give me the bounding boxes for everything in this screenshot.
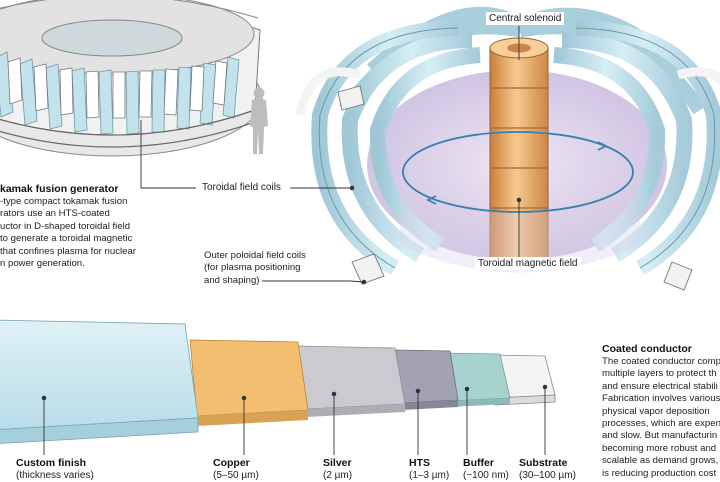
layer-spec: (2 µm) [323,469,353,481]
generator-heading: kamak fusion generator [0,183,119,195]
outer-poloidal-line: and shaping) [204,274,260,286]
layer-label-substrate: Substrate (30–100 µm) [519,457,576,482]
outer-poloidal-line: (for plasma positioning [204,262,301,274]
layer-name: Silver [323,457,352,469]
layer-label-custom-finish: Custom finish (thickness varies) [16,457,94,482]
toroidal-field-coils-label: Toroidal field coils [202,182,281,193]
coated-line: becoming more robust and [602,442,717,454]
generator-line: rators use an HTS-coated [0,208,110,220]
coated-line: physical vapor deposition [602,405,710,417]
layer-spec: (5–50 µm) [213,469,259,481]
generator-line: uctor in D-shaped toroidal field [0,220,131,232]
central-solenoid-label: Central solenoid [486,12,565,25]
person-silhouette-icon [250,87,268,154]
layer-label-silver: Silver (2 µm) [323,457,352,482]
leader-lines [140,26,522,285]
coated-line: scalable as demand grows, [602,455,719,467]
generator-line: n power generation. [0,258,85,270]
layer-name: Buffer [463,457,494,469]
coated-line: and slow. But manufacturin [602,430,718,442]
generator-line: -type compact tokamak fusion [0,196,128,207]
generator-line: that confines plasma for nuclear [0,245,136,257]
generator-coils [0,51,240,135]
generator-line: to generate a toroidal magnetic [0,233,133,245]
layer-spec: (30–100 µm) [519,469,576,481]
coated-line: multiple layers to protect th [602,368,717,380]
layer-label-buffer: Buffer (~100 nm) [463,457,509,482]
layer-label-hts: HTS (1–3 µm) [409,457,449,482]
coated-line: and ensure electrical stabili [602,380,718,392]
layer-name: HTS [409,457,430,469]
tape-leader-lines [41,384,548,455]
conductor-tape [0,319,556,444]
toroidal-magnetic-field-label: Toroidal magnetic field [475,257,581,270]
layer-spec: (~100 nm) [463,469,509,481]
layer-spec: (1–3 µm) [409,469,450,481]
generator-description: kamak fusion generator -type compact tok… [0,183,136,270]
coated-conductor-heading: Coated conductor [602,343,692,355]
outer-poloidal-line: Outer poloidal field coils [204,250,306,261]
coated-line: Fabrication involves various [602,393,720,405]
coated-conductor-description: Coated conductor The coated conductor co… [602,343,720,480]
layer-name: Copper [213,457,250,469]
coated-line: The coated conductor comp [602,356,720,367]
layer-name: Substrate [519,457,568,469]
coated-line: processes, which are expen [602,418,720,430]
tokamak-cutaway [295,6,720,291]
coated-line: is reducing production cost [602,467,717,479]
layer-label-copper: Copper (5–50 µm) [213,457,259,482]
layer-name: Custom finish [16,457,86,469]
layer-spec: (thickness varies) [16,469,94,481]
outer-poloidal-coils-label: Outer poloidal field coils (for plasma p… [204,250,306,287]
generator-model [0,0,263,157]
